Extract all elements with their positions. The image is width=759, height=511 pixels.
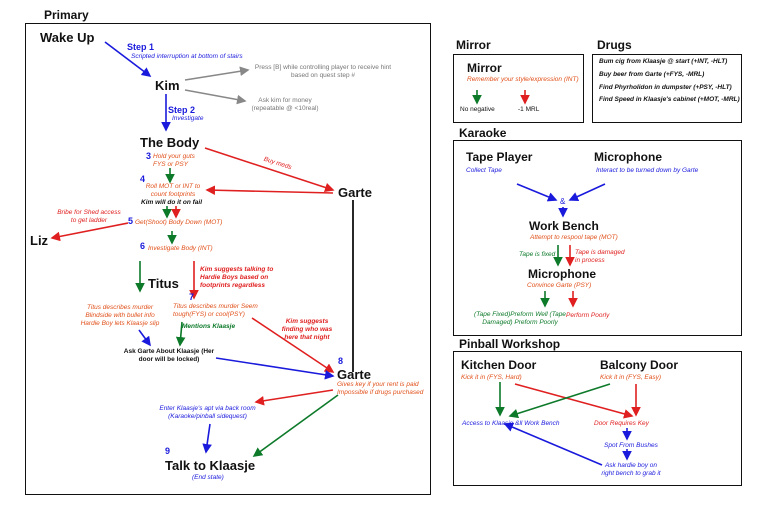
mirror-desc: Remember your style/expression (INT) (467, 76, 579, 83)
step-6-number: 6 (140, 241, 146, 251)
step2-label: Step 2 (168, 105, 196, 115)
arrow-kim-press (184, 66, 250, 81)
pinball-frame (453, 351, 742, 486)
arrow-garte2-talk (252, 394, 339, 457)
microphone-node-2: Microphone (528, 267, 596, 281)
work-bench-node: Work Bench (529, 219, 599, 233)
karaoke-frame (453, 140, 742, 336)
enter-klaasje-apt: Enter Klaasje's apt via back room (Karao… (159, 405, 256, 420)
convince-garte: Convince Garte (PSY) (527, 282, 592, 289)
titus-describes-left: Titus describes murder Blindside with bu… (80, 304, 160, 327)
perform-poorly: Perform Poorly (566, 312, 610, 319)
mirror-node: Mirror (467, 61, 502, 75)
tape-damaged: Tape is damaged in process (575, 249, 625, 264)
step-3-number: 3 (146, 151, 152, 161)
primary-frame (25, 23, 431, 495)
arrow-ask-garte2 (215, 357, 335, 380)
step2-desc: Investigate (172, 115, 204, 122)
arrow-titus-ask (138, 329, 151, 347)
balcony-door-node: Balcony Door (600, 358, 679, 372)
end-state: (End state) (192, 474, 224, 481)
kim-suggests-hardie: Kim suggests talking to Hardie Boys base… (200, 266, 274, 289)
roll-footprints: Roll MOT or INT to count footprints (145, 183, 201, 198)
tape-player-node: Tape Player (466, 150, 533, 164)
karaoke-title: Karaoke (459, 126, 507, 140)
arrow-kim-ask (184, 89, 247, 105)
get-body-down: Get(Shoot) Body Down (MOT) (135, 219, 223, 226)
primary-title: Primary (44, 8, 89, 22)
kim-ask-money: Ask kim for money (repeatable @ <10real) (251, 97, 319, 112)
investigate-body: Investigate Body (INT) (148, 245, 213, 252)
step-5-number: 5 (128, 216, 134, 226)
ask-hardie: Ask hardie boy on right bench to grab it (601, 462, 661, 477)
drug-item: Buy beer from Garte (+FYS, -MRL) (599, 71, 705, 78)
kim-node: Kim (155, 78, 180, 93)
arrow-enter-9 (202, 423, 212, 454)
titus-describes-right: Titus describes murder Seem tough(FYS) o… (173, 303, 258, 318)
ask-garte-klaasje: Ask Garte About Klaasje (Her door will b… (123, 348, 215, 363)
drug-item: Bum cig from Klaasje @ start (+INT, -HLT… (599, 58, 728, 65)
preform-well: (Tape Fixed)Preform Well (Tape Damaged) … (474, 311, 566, 326)
arrow-garte2-enter (254, 389, 334, 406)
arrow-5-liz (50, 222, 129, 242)
kick-hard: Kick it in (FYS, Hard) (461, 374, 522, 381)
mentions-klaasje: Mentions Klaasje (182, 323, 236, 330)
mirror-title: Mirror (456, 38, 491, 52)
arrow-kitchen-requires (514, 383, 634, 419)
arrow-balcony-access (508, 383, 611, 419)
kim-suggests-finding: Kim suggests finding who was here that n… (281, 318, 333, 341)
garte-node-1: Garte (338, 185, 372, 200)
titus-node: Titus (148, 276, 179, 291)
drugs-frame (592, 54, 742, 123)
arrow-ask-access (503, 422, 603, 466)
mirror-frame (453, 54, 584, 123)
arrow-tape-amp (516, 183, 558, 202)
liz-node: Liz (30, 233, 49, 248)
garte-gives-key: Gives key if your rent is paid Impossibl… (337, 381, 424, 396)
the-body-node: The Body (140, 135, 200, 150)
talk-to-klaasje-node: Talk to Klaasje (165, 458, 256, 473)
arrow-mic-amp (568, 183, 606, 202)
arrow-body-garte (204, 147, 335, 193)
kim-press-hint: Press [B] while controlling player to re… (254, 64, 392, 79)
mirror-no-negative: No negative (460, 106, 495, 113)
interact-mic: Interact to be turned down by Garte (596, 167, 699, 174)
microphone-node: Microphone (594, 150, 662, 164)
hold-guts: Hold your guts FYS or PSY (153, 153, 195, 168)
pinball-title: Pinball Workshop (459, 337, 561, 351)
access-klaasje: Access to Klaasje &ll Work Bench (462, 420, 560, 427)
step-4-number: 4 (140, 174, 146, 184)
bribe-shed: Bribe for Shed access to get ladder (57, 209, 121, 224)
step-9-number: 9 (165, 446, 171, 456)
collect-tape: Collect Tape (466, 167, 502, 174)
kick-easy: Kick it in (FYS, Easy) (600, 374, 662, 381)
respool-tape: Attempt to respool tape (MOT) (530, 234, 618, 241)
wake-up-node: Wake Up (40, 30, 95, 45)
step1-desc: Scripted interruption at bottom of stair… (131, 53, 243, 60)
mirror-mrl: -1 MRL (518, 106, 540, 113)
step1-label: Step 1 (127, 42, 155, 52)
garte-node-2: Garte (337, 367, 371, 382)
kitchen-door-node: Kitchen Door (461, 358, 537, 372)
arrow-7-garte2 (251, 317, 335, 373)
tape-fixed: Tape is fixed (519, 251, 556, 258)
step-7-number: 7 (189, 292, 195, 302)
kim-will-do-it: Kim will do it on fail (141, 199, 203, 206)
arrow-garte-4 (205, 185, 334, 195)
drug-item: Find Phyrholidon in dumpster (+PSY, -HLT… (599, 84, 732, 91)
drugs-title: Drugs (597, 38, 632, 52)
spot-from-bushes: Spot From Bushes (604, 442, 658, 449)
arrow-mentions-ask (175, 321, 186, 347)
drug-item: Find Speed in Klaasje's cabinet (+MOT, -… (599, 96, 740, 103)
arrow-wakeup-kim (104, 41, 152, 77)
door-requires-key: Door Requires Key (594, 420, 649, 427)
step-8-number: 8 (338, 356, 344, 366)
karaoke-and: & (560, 197, 566, 206)
